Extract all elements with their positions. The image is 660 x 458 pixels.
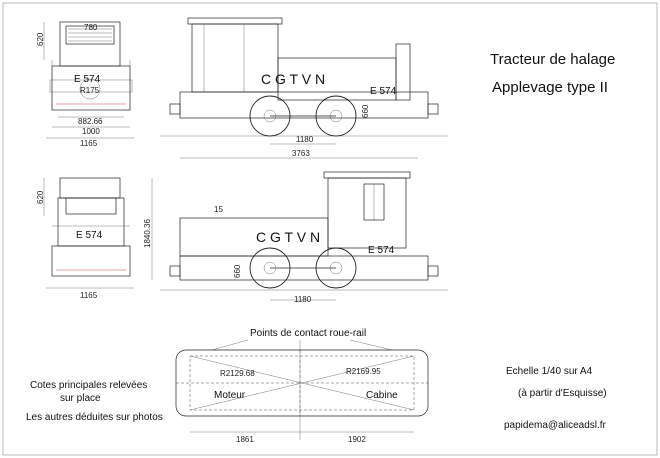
plan-radius-left: R2129.68 bbox=[220, 369, 255, 378]
dim-side2-wheel-height: 660 bbox=[233, 264, 242, 278]
dim-side2-wheelbase: 1180 bbox=[294, 295, 312, 304]
dim-side-wheelbase: 1180 bbox=[296, 135, 314, 144]
side-view-1-buffer-left bbox=[169, 103, 181, 115]
dim-rear-height-upper: 620 bbox=[36, 190, 45, 204]
dim-front-width: 1000 bbox=[82, 127, 100, 136]
side-1-unit-marking: E 574 bbox=[370, 86, 397, 97]
side-view-2-buffer-right bbox=[427, 265, 439, 277]
front-unit-marking: E 574 bbox=[74, 74, 101, 85]
dim-front-width-top: 780 bbox=[84, 23, 98, 32]
contact-points-label: Points de contact roue-rail bbox=[250, 328, 366, 339]
plan-label-moteur: Moteur bbox=[214, 390, 246, 401]
side-view-2-cab bbox=[327, 177, 407, 249]
side-view-2-buffer-left bbox=[169, 265, 181, 277]
side-2-unit-marking: E 574 bbox=[368, 245, 395, 256]
side-2-company-marking: C G T V N bbox=[256, 229, 320, 245]
title-line-1: Tracteur de halage bbox=[490, 51, 615, 68]
info-email: papidema@aliceadsl.fr bbox=[504, 420, 607, 431]
plan-label-cabine: Cabine bbox=[366, 390, 398, 401]
dim-side-wheel-height: 660 bbox=[361, 104, 370, 118]
dim-plan-right: 1902 bbox=[348, 435, 366, 444]
dim-plan-left: 1861 bbox=[236, 435, 254, 444]
rear-view-window bbox=[65, 197, 117, 215]
dim-side-length: 3763 bbox=[292, 149, 310, 158]
front-view bbox=[49, 21, 133, 111]
dim-front-buffer-width: 1165 bbox=[80, 139, 98, 148]
info-source: (à partir d'Esquisse) bbox=[518, 388, 607, 399]
plan-view bbox=[175, 349, 429, 440]
rear-unit-marking: E 574 bbox=[76, 230, 103, 241]
dim-front-radius: R175 bbox=[80, 86, 100, 95]
side-view-1-buffer-right bbox=[427, 103, 439, 115]
dim-rear-buffer-width: 1165 bbox=[80, 291, 98, 300]
info-scale: Echelle 1/40 sur A4 bbox=[506, 366, 593, 377]
side-view-1 bbox=[160, 17, 448, 137]
dim-side-small: 15 bbox=[214, 205, 223, 214]
rear-view-body bbox=[51, 245, 131, 277]
note-line-1: Cotes principales relevées bbox=[30, 380, 147, 391]
plan-radius-right: R2169.95 bbox=[346, 367, 381, 376]
side-view-2 bbox=[160, 171, 448, 291]
note-line-2: sur place bbox=[60, 393, 101, 404]
side-1-company-marking: C G T V N bbox=[261, 71, 325, 87]
dim-front-height: 620 bbox=[36, 32, 45, 46]
rear-view bbox=[51, 177, 131, 277]
front-view-window bbox=[65, 25, 115, 45]
dim-front-track: 882.66 bbox=[78, 117, 103, 126]
dim-rear-height: 1840.36 bbox=[143, 219, 152, 248]
title-line-2: Applevage type II bbox=[492, 79, 608, 96]
note-line-3: Les autres déduites sur photos bbox=[26, 412, 163, 423]
